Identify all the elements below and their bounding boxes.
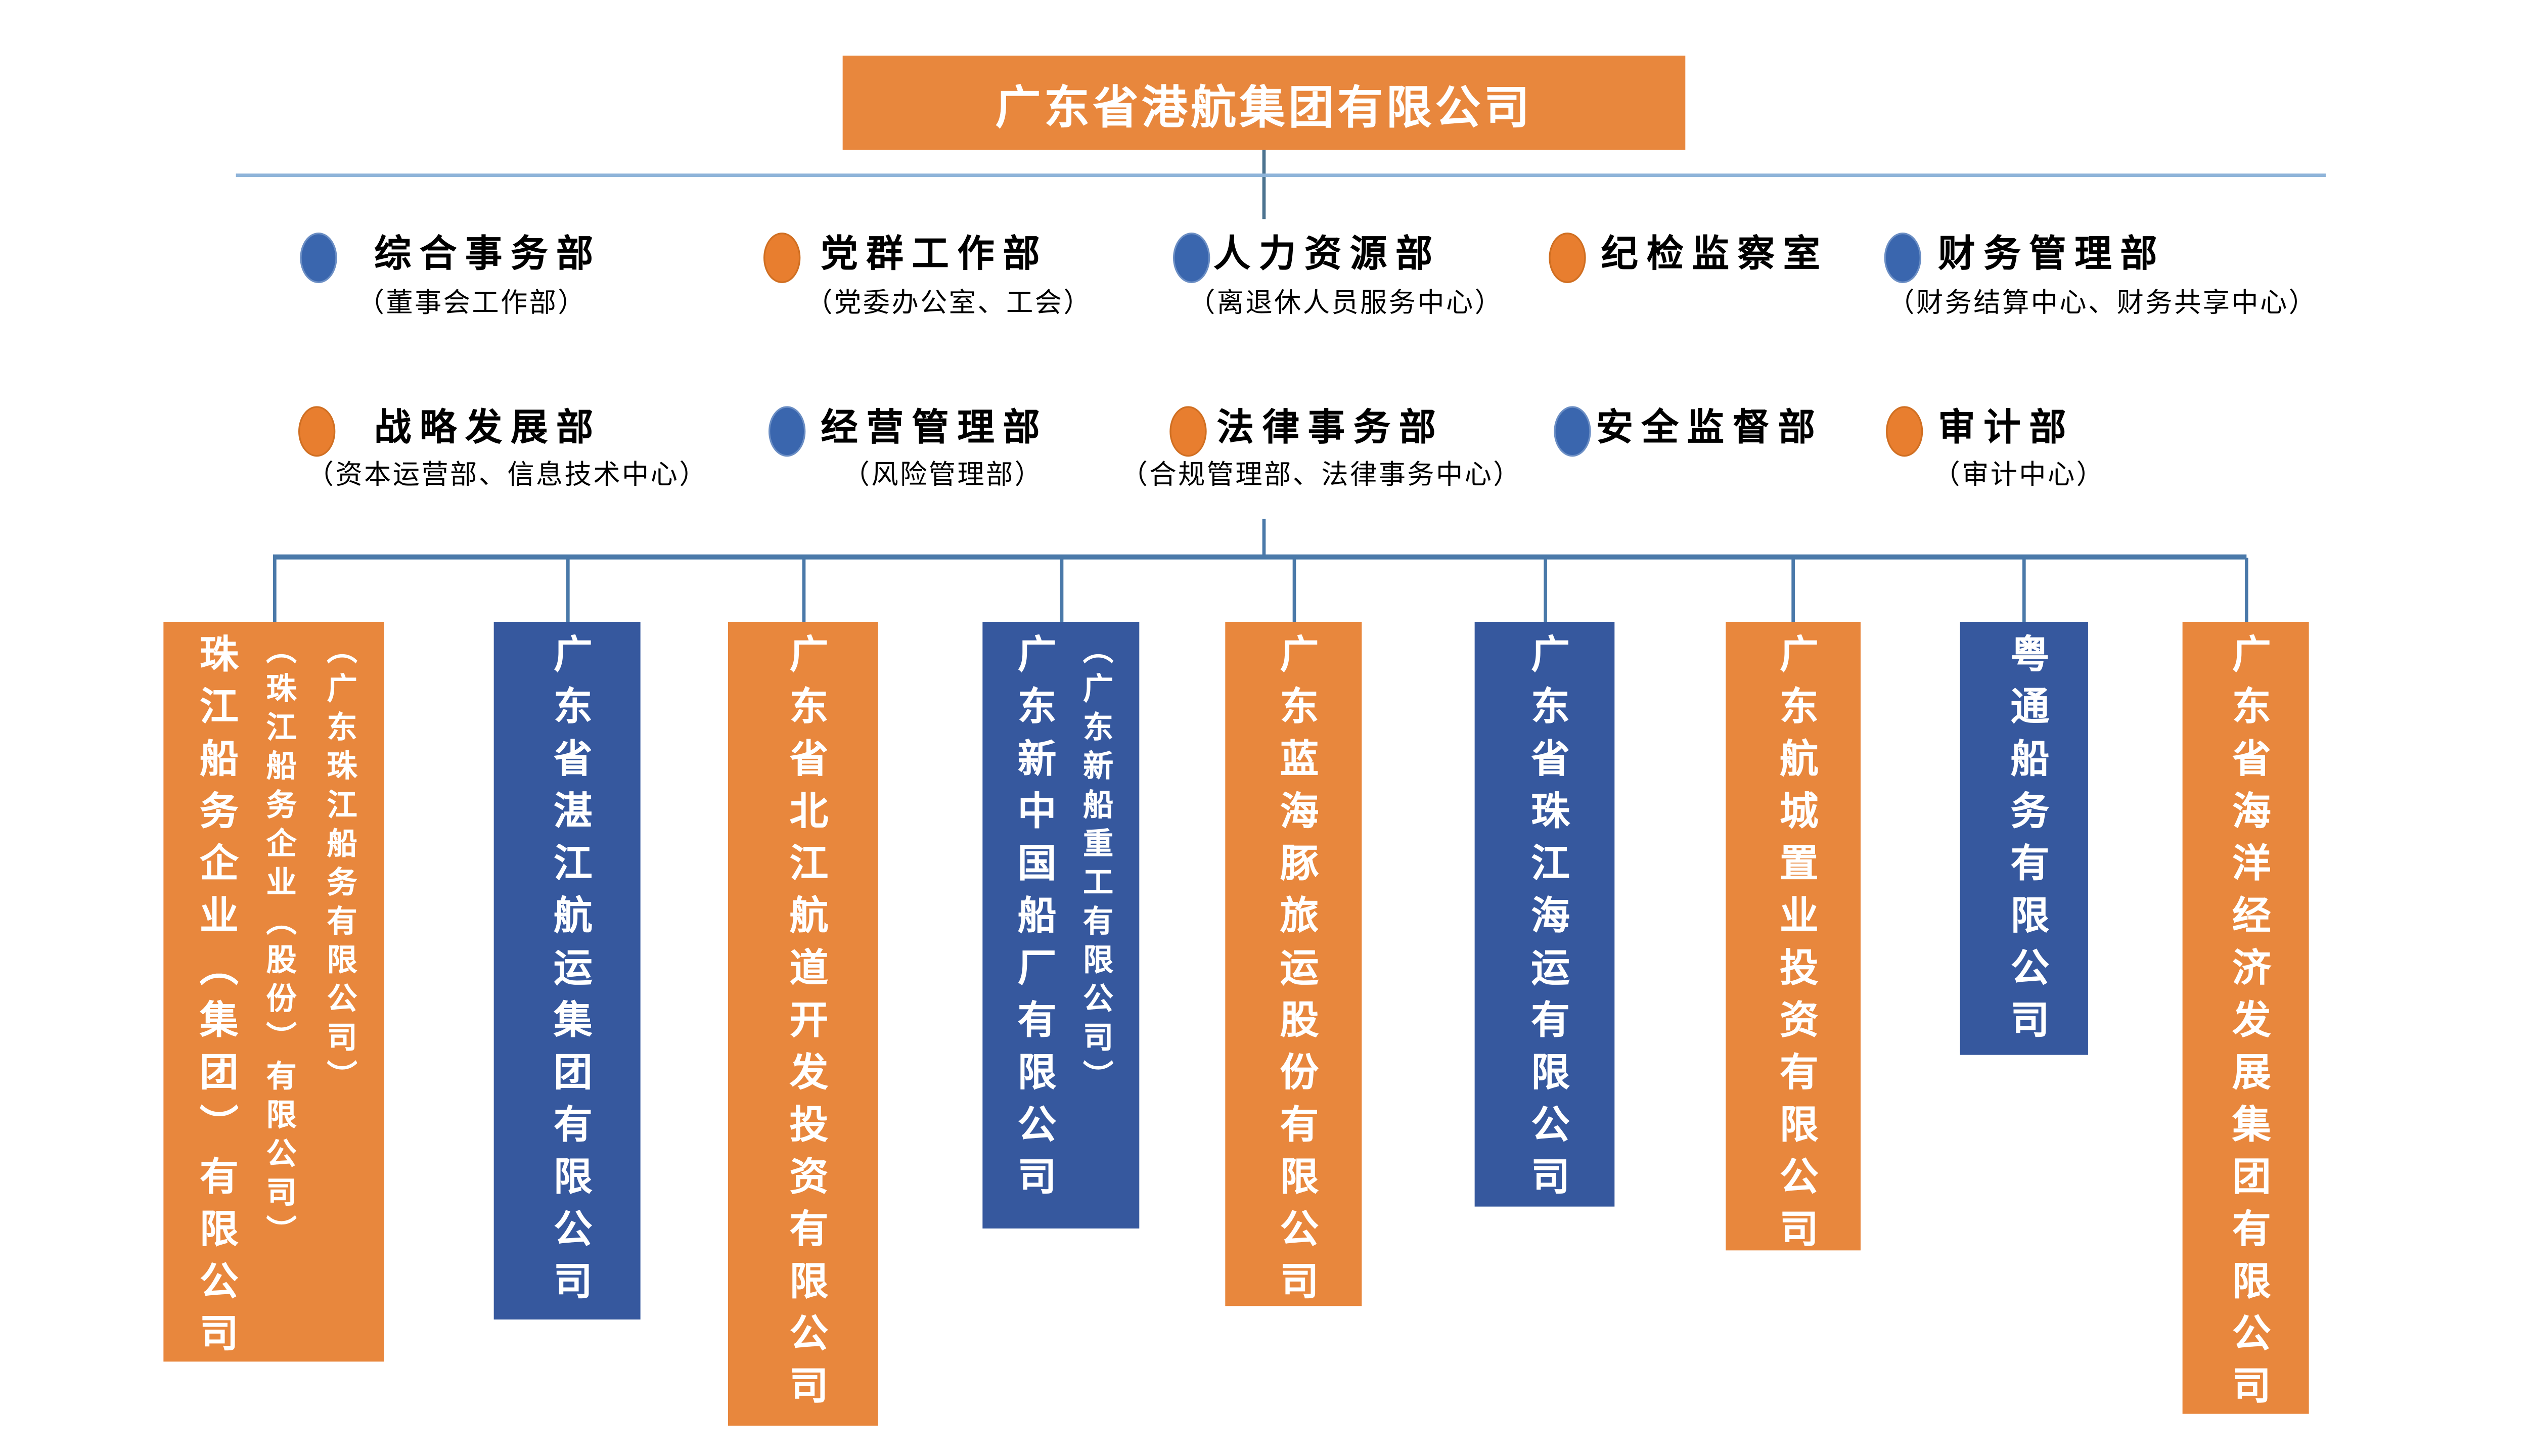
bullet-dot-icon bbox=[1172, 232, 1210, 283]
subsidiary-box: 广东省湛江航运集团有限公司 bbox=[493, 621, 641, 1320]
department-name: 综合事务部 bbox=[374, 234, 602, 277]
connector-drop-line bbox=[1059, 558, 1063, 622]
department-subnote: （离退休人员服务中心） bbox=[1188, 286, 1504, 318]
bullet-dot-icon bbox=[1554, 406, 1591, 457]
subsidiary-box: 广东省海洋经济发展集团有限公司 bbox=[2182, 621, 2309, 1418]
department-name: 人力资源部 bbox=[1213, 234, 1441, 277]
department-subnote: （党委办公室、工会） bbox=[805, 286, 1093, 318]
subsidiary-name-column: 广东蓝海豚旅运股份有限公司 bbox=[1272, 633, 1317, 1313]
subsidiary-box: 珠江船务企业（集团）有限公司 （珠江船务企业（股份）有限公司） （广东珠江船务有限公… bbox=[163, 621, 384, 1365]
subsidiary-name-column: 广东省珠江海运有限公司 bbox=[1523, 633, 1567, 1208]
bullet-dot-icon bbox=[1549, 232, 1586, 283]
connector-drop-line bbox=[1291, 558, 1295, 622]
connector-top-stub bbox=[1262, 150, 1266, 219]
connector-horizontal-rule bbox=[236, 173, 2326, 177]
bullet-dot-icon bbox=[298, 406, 336, 457]
department-name: 纪检监察室 bbox=[1601, 234, 1829, 277]
department-name: 党群工作部 bbox=[821, 234, 1049, 277]
department-name: 战略发展部 bbox=[374, 407, 602, 450]
subsidiary-name-column: 粤通船务有限公司 bbox=[2003, 633, 2047, 1052]
department-name: 经营管理部 bbox=[821, 407, 1049, 450]
subsidiary-name-column: 广东航城置业投资有限公司 bbox=[1772, 633, 1816, 1261]
subsidiary-name-column: 广东新中国船厂有限公司 bbox=[1010, 633, 1054, 1208]
connector-drop-line bbox=[272, 558, 276, 622]
connector-drop-line bbox=[1791, 558, 1795, 622]
subsidiary-name-column: （广东新船重工有限公司） bbox=[1078, 633, 1114, 1099]
department-name: 审计部 bbox=[1938, 407, 2075, 450]
bullet-dot-icon bbox=[300, 232, 337, 283]
connector-drop-line bbox=[565, 558, 569, 622]
connector-drop-line bbox=[2022, 558, 2026, 622]
subsidiary-name-column: 珠江船务企业（集团）有限公司 bbox=[192, 633, 236, 1365]
connector-trunk-line bbox=[273, 554, 2247, 560]
department-subnote: （审计中心） bbox=[1933, 458, 2105, 490]
department-subnote: （董事会工作部） bbox=[357, 286, 587, 318]
subsidiary-name-column: 广东省北江航道开发投资有限公司 bbox=[782, 633, 826, 1418]
connector-lower-stub bbox=[1262, 519, 1266, 558]
subsidiary-box: 广东新中国船厂有限公司 （广东新船重工有限公司） bbox=[982, 621, 1140, 1228]
subsidiary-box: 广东省北江航道开发投资有限公司 bbox=[728, 621, 878, 1426]
department-name: 法律事务部 bbox=[1216, 407, 1444, 450]
connector-drop-line bbox=[801, 558, 805, 622]
department-subnote: （合规管理部、法律事务中心） bbox=[1120, 458, 1522, 490]
group-title-box: 广东省港航集团有限公司 bbox=[842, 55, 1686, 150]
department-name: 财务管理部 bbox=[1938, 234, 2166, 277]
subsidiary-box: 广东蓝海豚旅运股份有限公司 bbox=[1225, 621, 1362, 1313]
department-name: 安全监督部 bbox=[1596, 407, 1824, 450]
bullet-dot-icon bbox=[1884, 232, 1921, 283]
subsidiary-box: 广东省珠江海运有限公司 bbox=[1474, 621, 1615, 1208]
subsidiary-name-column: 广东省湛江航运集团有限公司 bbox=[546, 633, 590, 1313]
bullet-dot-icon bbox=[763, 232, 801, 283]
page-title: 广东省港航集团有限公司 bbox=[995, 81, 1533, 134]
connector-drop-line bbox=[2244, 558, 2247, 622]
subsidiary-name-column: 广东省海洋经济发展集团有限公司 bbox=[2224, 633, 2269, 1418]
bullet-dot-icon bbox=[1885, 406, 1923, 457]
subsidiary-name-column: （珠江船务企业（股份）有限公司） bbox=[261, 633, 297, 1254]
bullet-dot-icon bbox=[768, 406, 806, 457]
subsidiary-box: 广东航城置业投资有限公司 bbox=[1726, 621, 1861, 1260]
department-subnote: （风险管理部） bbox=[842, 458, 1044, 490]
department-subnote: （财务结算中心、财务共享中心） bbox=[1887, 286, 2318, 318]
subsidiary-box: 粤通船务有限公司 bbox=[1960, 621, 2088, 1055]
connector-drop-line bbox=[1543, 558, 1547, 622]
subsidiary-name-column: （广东珠江船务有限公司） bbox=[322, 633, 357, 1099]
department-subnote: （资本运营部、信息技术中心） bbox=[306, 458, 708, 490]
bullet-dot-icon bbox=[1169, 406, 1207, 457]
